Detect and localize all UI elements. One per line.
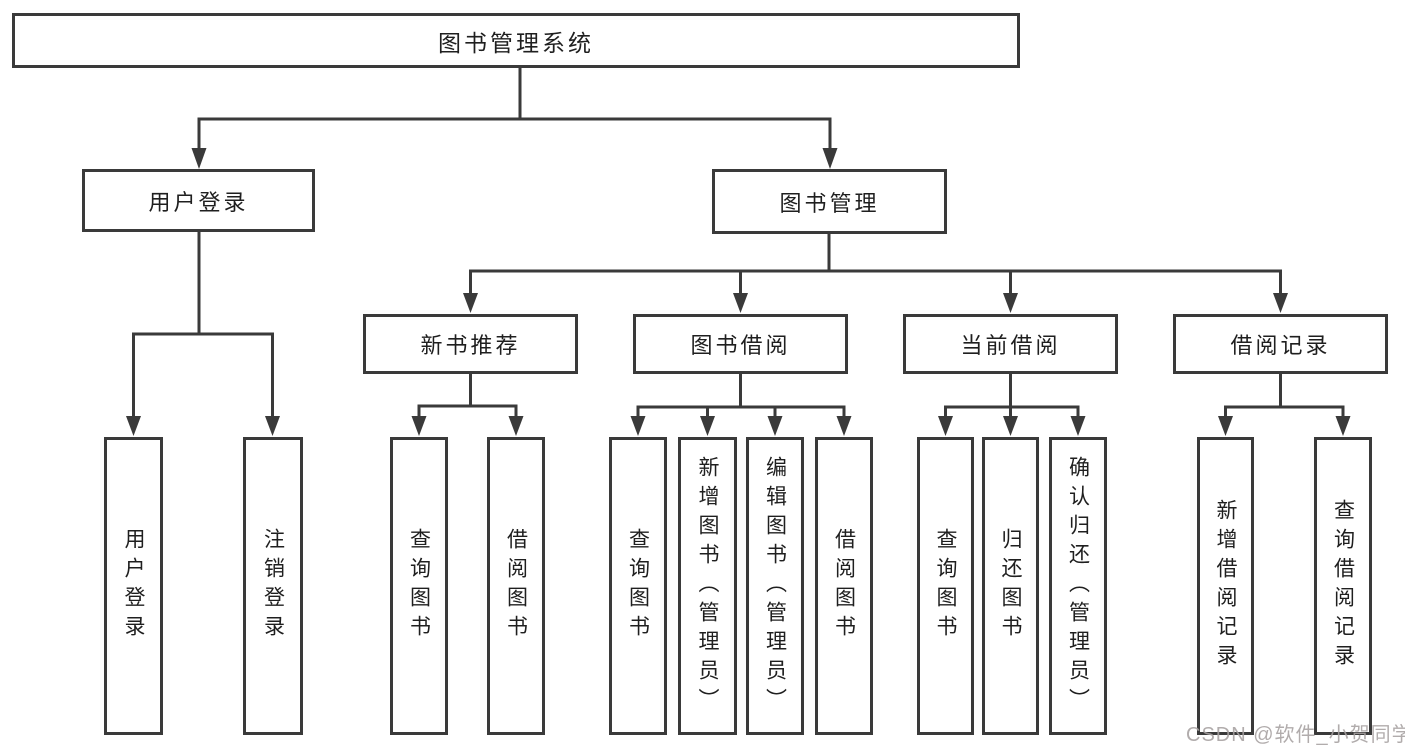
- leaf-logout: 注销登录: [243, 437, 303, 735]
- leaf-query-books-current-label: 查询图书: [934, 528, 957, 644]
- connector-root-to-level2: [191, 68, 838, 169]
- leaf-query-borrow-record: 查询借阅记录: [1314, 437, 1372, 735]
- node-user-login-label: 用户登录: [148, 189, 249, 215]
- node-book-management: 图书管理: [712, 169, 947, 234]
- node-root-label: 图书管理系统: [438, 29, 594, 56]
- leaf-edit-books-admin-label: 编辑图书（管理员）: [763, 455, 787, 717]
- connector-book-management-to-level3: [463, 234, 1288, 313]
- node-book-borrow: 图书借阅: [633, 314, 848, 374]
- leaf-add-borrow-record-label: 新增借阅记录: [1214, 499, 1237, 673]
- leaf-borrow-books: 借阅图书: [815, 437, 873, 735]
- leaf-add-books-admin-label: 新增图书（管理员）: [696, 455, 719, 717]
- node-new-book-recommend: 新书推荐: [363, 314, 578, 374]
- leaf-borrow-books-recommend: 借阅图书: [487, 437, 545, 735]
- connector-borrow-record-to-leaves: [1218, 373, 1351, 436]
- connector-user-login-to-leaves: [126, 232, 280, 436]
- leaf-return-books: 归还图书: [982, 437, 1039, 735]
- node-root: 图书管理系统: [12, 13, 1020, 68]
- leaf-user-login-label: 用户登录: [122, 528, 145, 644]
- leaf-borrow-books-recommend-label: 借阅图书: [504, 528, 528, 644]
- leaf-user-login: 用户登录: [104, 437, 163, 735]
- leaf-confirm-return-admin-label: 确认归还（管理员）: [1066, 455, 1090, 717]
- leaf-query-books-current: 查询图书: [917, 437, 974, 735]
- leaf-confirm-return-admin: 确认归还（管理员）: [1049, 437, 1107, 735]
- connector-book-borrow-to-leaves: [630, 373, 852, 436]
- leaf-query-books-borrow: 查询图书: [609, 437, 667, 735]
- leaf-query-borrow-record-label: 查询借阅记录: [1331, 499, 1355, 673]
- leaf-edit-books-admin: 编辑图书（管理员）: [746, 437, 804, 735]
- node-borrow-record-label: 借阅记录: [1230, 333, 1331, 358]
- node-borrow-record: 借阅记录: [1173, 314, 1388, 374]
- leaf-return-books-label: 归还图书: [999, 528, 1022, 644]
- node-new-book-recommend-label: 新书推荐: [420, 333, 521, 358]
- node-book-borrow-label: 图书借阅: [690, 333, 791, 358]
- node-current-borrow-label: 当前借阅: [960, 333, 1061, 358]
- connector-new-book-recommend-to-leaves: [411, 373, 524, 436]
- csdn-watermark: CSDN @软件_小贺同学: [1186, 724, 1405, 746]
- leaf-query-books-recommend-label: 查询图书: [407, 528, 431, 644]
- node-user-login: 用户登录: [82, 169, 315, 232]
- leaf-logout-label: 注销登录: [261, 528, 285, 644]
- leaf-query-books-recommend: 查询图书: [390, 437, 448, 735]
- leaf-query-books-borrow-label: 查询图书: [626, 528, 650, 644]
- leaf-add-borrow-record: 新增借阅记录: [1197, 437, 1254, 735]
- connector-current-borrow-to-leaves: [938, 373, 1086, 436]
- leaf-add-books-admin: 新增图书（管理员）: [678, 437, 737, 735]
- node-book-management-label: 图书管理: [779, 190, 880, 216]
- leaf-borrow-books-label: 借阅图书: [832, 528, 856, 644]
- node-current-borrow: 当前借阅: [903, 314, 1118, 374]
